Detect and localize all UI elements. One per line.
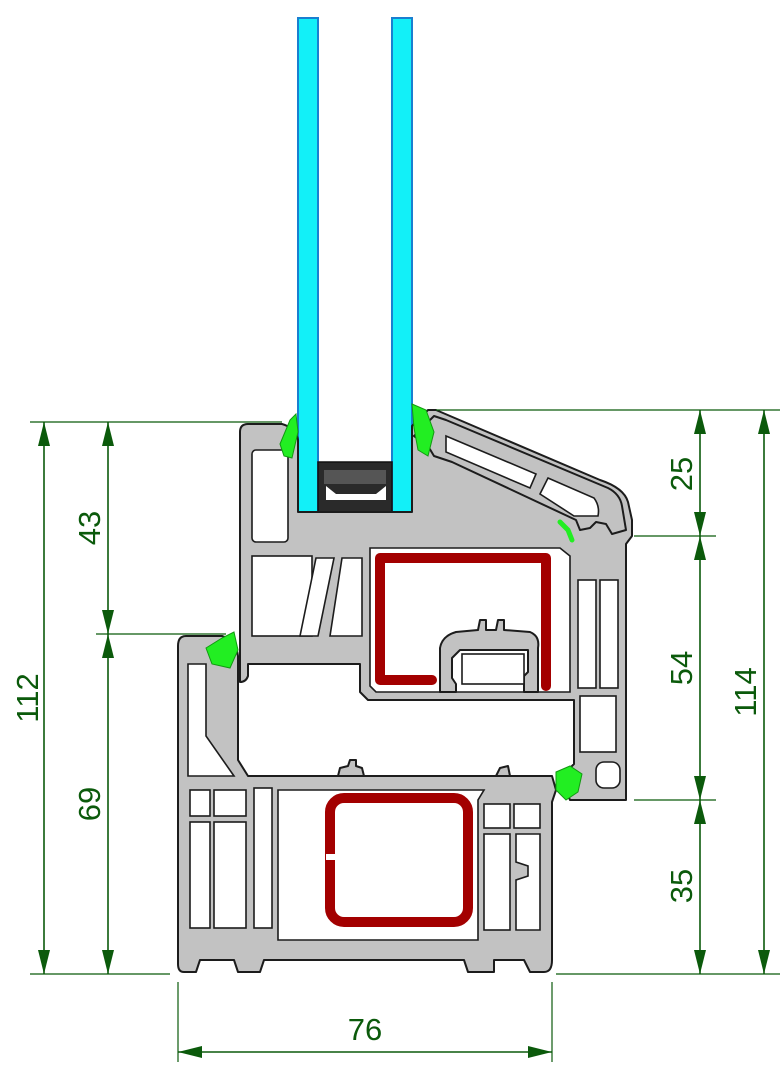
- dim-112: 112: [10, 422, 50, 974]
- frame-chamber-a: [189, 789, 211, 817]
- dim-114: 114: [728, 410, 770, 974]
- dim-label-69: 69: [72, 787, 107, 821]
- glass-pane-outer: [297, 17, 319, 513]
- bead-chamber-1: [445, 434, 538, 490]
- frame-chamber-g: [513, 803, 541, 829]
- frame-chamber-e: [253, 787, 273, 929]
- dim-label-43: 43: [72, 511, 107, 545]
- glass-pane-inner: [391, 17, 413, 513]
- frame-rail-right: [495, 765, 511, 777]
- dim-76: 76: [178, 1012, 552, 1058]
- dim-label-35: 35: [664, 869, 699, 903]
- sash-steel-reinforcement: [375, 553, 551, 691]
- dim-43: 43: [72, 422, 114, 634]
- dim-69: 69: [72, 634, 114, 974]
- sash-chamber-left-upper: [251, 449, 289, 543]
- gasket-sash-outer: [205, 631, 239, 669]
- gasket-sash-inner: [555, 765, 583, 801]
- frame-chamber-b: [213, 789, 247, 817]
- gasket-bead: [557, 519, 575, 543]
- frame-chamber-c: [189, 821, 211, 929]
- bead-chamber-2: [538, 476, 600, 517]
- frame-profile: [177, 635, 557, 973]
- sash-chamber-diag-2: [329, 557, 363, 637]
- hardware-groove: [439, 619, 540, 693]
- frame-chamber-h: [483, 833, 511, 931]
- dim-label-25: 25: [664, 457, 699, 491]
- sash-profile: [239, 409, 633, 801]
- dim-label-76: 76: [348, 1012, 382, 1047]
- sash-chamber-diag-1: [299, 557, 335, 637]
- dim-25: 25: [664, 410, 706, 536]
- frame-chamber-i: [515, 833, 541, 931]
- frame-chamber-d: [213, 821, 247, 929]
- dim-label-114: 114: [728, 667, 763, 716]
- gasket-glass-inner: [411, 403, 435, 457]
- frame-chamber-f: [483, 803, 511, 829]
- dim-35: 35: [664, 800, 706, 974]
- dimension-lines: [30, 409, 780, 1062]
- sash-chamber-right-4: [595, 761, 621, 789]
- reinforcement-gap: [326, 854, 338, 860]
- spacer-bar: [317, 461, 393, 513]
- hardware-groove-chamber: [461, 653, 525, 685]
- gaskets: [205, 403, 583, 801]
- double-glazing-unit: [297, 17, 413, 513]
- gasket-glass-outer: [279, 412, 299, 459]
- sash-chamber-right-2: [599, 579, 619, 689]
- dim-label-112: 112: [10, 673, 45, 722]
- dim-54: 54: [664, 536, 706, 800]
- sash-chamber-right-1: [577, 579, 597, 689]
- frame-rail: [337, 759, 365, 777]
- dim-label-54: 54: [664, 651, 699, 685]
- frame-chamber-left-upper: [187, 663, 236, 777]
- sash-chamber-right-3: [579, 695, 617, 753]
